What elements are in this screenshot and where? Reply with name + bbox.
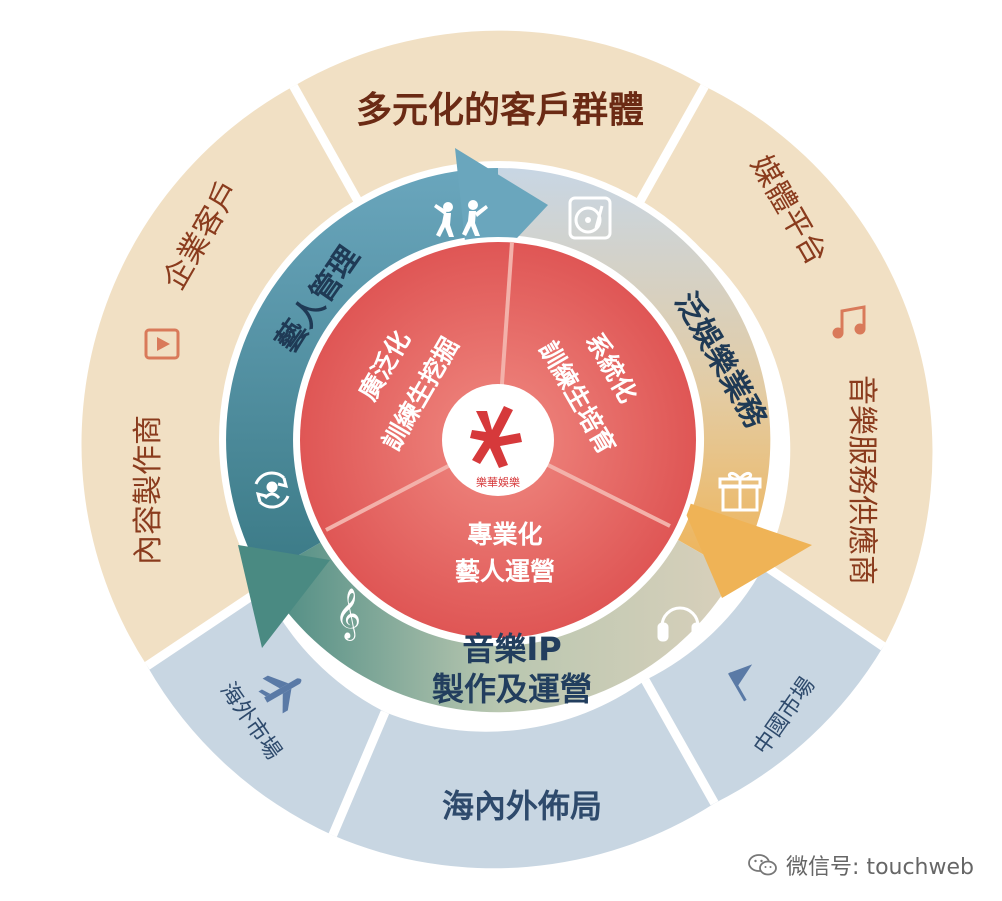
inner-bottom-line2: 藝人運營 bbox=[455, 557, 555, 586]
outer-segment-top bbox=[293, 30, 705, 206]
middle-label-music-ip-1: 音樂IP bbox=[462, 630, 561, 668]
outer-ring bbox=[81, 30, 933, 869]
company-logo-mark bbox=[470, 406, 522, 468]
dance-icon bbox=[434, 200, 488, 237]
outer-segment-overseas bbox=[147, 588, 385, 836]
middle-label-music-ip-2: 製作及運營 bbox=[432, 670, 592, 708]
inner-circle bbox=[295, 237, 701, 643]
watermark: 微信号: touchweb bbox=[748, 849, 974, 881]
gift-icon bbox=[718, 471, 762, 512]
treble-clef-icon: 𝄞 bbox=[335, 588, 361, 641]
outer-label-content-maker: 內容製作商 bbox=[131, 415, 166, 565]
airplane-icon bbox=[258, 675, 302, 714]
flag-icon bbox=[728, 664, 753, 702]
outer-segment-china bbox=[645, 565, 884, 804]
wechat-icon bbox=[748, 854, 777, 876]
outer-segment-left bbox=[81, 86, 361, 666]
turntable-icon bbox=[568, 196, 612, 240]
outer-label-music-supplier: 音樂服務供應商 bbox=[844, 375, 879, 585]
inner-bottom-line1: 專業化 bbox=[467, 520, 542, 549]
arrow-head-left bbox=[238, 545, 330, 648]
outer-segment-right bbox=[637, 86, 933, 647]
outer-label-top: 多元化的客戶群體 bbox=[356, 90, 644, 131]
cycle-person-icon bbox=[254, 471, 290, 509]
headphones-icon bbox=[657, 606, 703, 642]
music-note-icon bbox=[832, 305, 866, 339]
play-icon bbox=[144, 328, 180, 360]
outer-segment-bottom bbox=[332, 680, 715, 869]
arrow-head-right bbox=[680, 500, 812, 598]
outer-label-bottom: 海內外佈局 bbox=[442, 787, 602, 825]
pan-entertainment-segment bbox=[498, 167, 771, 573]
music-ip-segment bbox=[262, 540, 736, 713]
artist-management-segment bbox=[226, 168, 498, 576]
logo-caption: 樂華娛樂 bbox=[476, 475, 520, 489]
watermark-text: 微信号: touchweb bbox=[786, 855, 974, 880]
